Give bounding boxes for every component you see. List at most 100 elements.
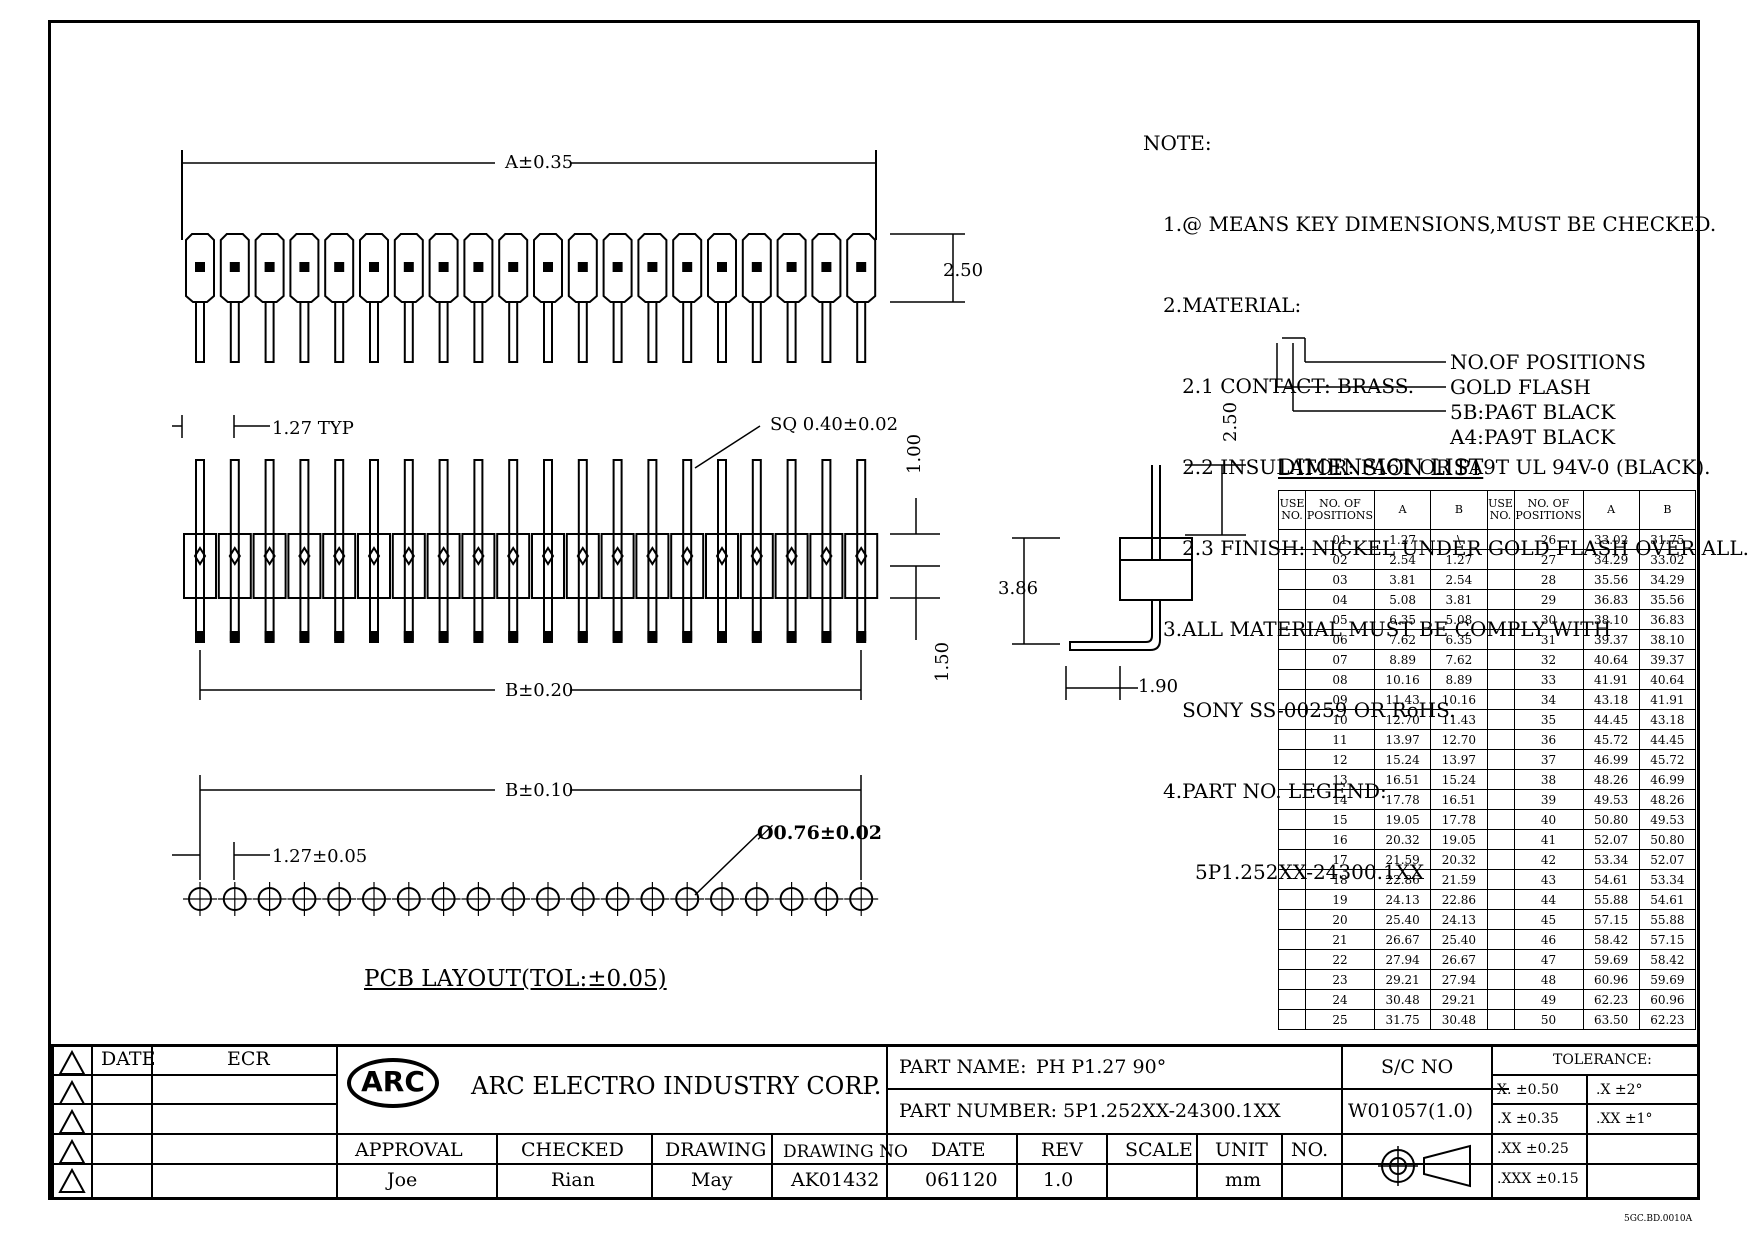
front-housing-notch: [298, 546, 311, 566]
dimension-list-cell: 26.67: [1430, 949, 1488, 970]
dimension-list-cell: 47: [1513, 949, 1584, 970]
hdr-a-2: A: [1582, 490, 1640, 530]
dimension-list-cell: 26: [1513, 529, 1584, 550]
dimension-list-cell: 45.72: [1638, 749, 1697, 770]
tol-x1: .X ±0.35: [1497, 1111, 1559, 1127]
dimension-list-cell: [1486, 769, 1515, 790]
dimension-list-cell: 17.78: [1430, 809, 1488, 830]
dimension-list-cell: 27.94: [1373, 949, 1432, 970]
top-pin-tail: [229, 301, 240, 363]
top-pin-square: [821, 262, 832, 272]
top-housing-cell: [741, 233, 772, 303]
front-pin-tip: [682, 631, 693, 643]
front-pin-tip: [821, 631, 832, 643]
side-insulator: [1119, 537, 1193, 601]
dimension-list-cell: [1486, 749, 1515, 770]
top-pin-square: [438, 262, 449, 272]
front-housing-cell: [391, 533, 426, 599]
dimension-list-cell: 57.15: [1638, 929, 1697, 950]
top-housing-cell: [672, 233, 703, 303]
part-number-label: PART NUMBER:: [899, 1100, 1058, 1122]
dimension-list-cell: [1278, 909, 1306, 930]
legend-a4: A4:PA9T BLACK: [1450, 425, 1616, 449]
dimension-list-cell: 55.88: [1582, 889, 1640, 910]
dimension-list-cell: 13: [1305, 769, 1375, 790]
front-pin-tip: [856, 631, 867, 643]
dimension-list-cell: 15.24: [1373, 749, 1432, 770]
top-housing-cell: [846, 233, 877, 303]
front-pin-tip: [577, 631, 588, 643]
dimension-list-cell: [1278, 669, 1306, 690]
front-housing-notch: [263, 546, 276, 566]
dimension-list-cell: 21.59: [1373, 849, 1432, 870]
dimension-list-cell: 39: [1513, 789, 1584, 810]
pcb-layout-title: PCB LAYOUT(TOL:±0.05): [364, 966, 667, 992]
front-housing-cell: [461, 533, 496, 599]
front-pin: [438, 459, 449, 641]
side-pin-bent: [1069, 600, 1161, 651]
sc-no: W01057(1.0): [1348, 1100, 1474, 1122]
dimension-list-cell: 27.94: [1430, 969, 1488, 990]
dimension-list-table: USE NO. NO. OF POSITIONS A B USE NO. NO.…: [1278, 490, 1697, 1030]
dimension-list-cell: 41.91: [1638, 689, 1697, 710]
dimension-list-cell: 06: [1305, 629, 1375, 650]
dim-1-50: 1.50: [932, 641, 953, 682]
top-view-header: [181, 150, 965, 363]
front-pin: [821, 459, 832, 641]
approval-value: Joe: [387, 1169, 418, 1191]
dimension-list-cell: 11.43: [1373, 689, 1432, 710]
dimension-list-cell: 22.86: [1430, 889, 1488, 910]
front-pin: [195, 459, 205, 641]
dimension-list-cell: 38.10: [1582, 609, 1640, 630]
top-housing-cell: [359, 233, 389, 303]
front-housing-notch: [681, 546, 694, 566]
dimension-list-cell: 33.02: [1582, 529, 1640, 550]
top-pin-tail: [195, 301, 205, 363]
front-pin-tip: [264, 631, 275, 643]
dimension-list-cell: [1278, 849, 1306, 870]
dimension-list-cell: [1278, 869, 1306, 890]
dimension-list-cell: 54.61: [1582, 869, 1640, 890]
dimension-list-cell: 02: [1305, 549, 1375, 570]
dimension-list-cell: 25.40: [1430, 929, 1488, 950]
part-name-label: PART NAME:: [899, 1056, 1027, 1078]
notes-heading: NOTE:: [1143, 131, 1212, 155]
dimension-list-cell: [1278, 729, 1306, 750]
dimension-list-cell: 29.21: [1430, 989, 1488, 1010]
front-housing-notch: [785, 546, 798, 566]
date-header: DATE: [101, 1048, 156, 1070]
front-housing-cell: [565, 533, 600, 599]
front-pin-tip: [195, 631, 205, 643]
front-housing-notch: [228, 546, 241, 566]
front-housing-notch: [193, 546, 207, 566]
scale-label: SCALE: [1125, 1139, 1193, 1161]
dimension-list-cell: 46.99: [1582, 749, 1640, 770]
drawing-value: May: [691, 1169, 733, 1191]
top-housing-cell: [463, 233, 494, 303]
dimension-list-cell: 49.53: [1638, 809, 1697, 830]
dim-sq: SQ 0.40±0.02: [770, 414, 899, 435]
dimension-list-cell: 12: [1305, 749, 1375, 770]
top-housing-cell: [428, 233, 459, 303]
dimension-list-cell: 46: [1513, 929, 1584, 950]
dimension-list-cell: 1.27: [1373, 529, 1432, 550]
dimension-list-cell: 57.15: [1582, 909, 1640, 930]
tol-xx-deg: .XX ±1°: [1596, 1111, 1653, 1127]
legend-gold-flash: GOLD FLASH: [1450, 375, 1591, 399]
front-housing-cell: [287, 533, 322, 599]
dimension-list-cell: 38.10: [1638, 629, 1697, 650]
dimension-list-cell: 14: [1305, 789, 1375, 810]
dimension-list-cell: 2.54: [1430, 569, 1488, 590]
top-pin-square: [195, 262, 205, 272]
arc-logo: ARC: [347, 1058, 439, 1108]
top-pin-square: [856, 262, 867, 272]
dimension-list-cell: 30.48: [1373, 989, 1432, 1010]
front-housing-notch: [820, 546, 833, 566]
front-housing-cell: [705, 533, 739, 599]
part-name: PH P1.27 90°: [1036, 1056, 1167, 1078]
top-pin-tail: [438, 301, 449, 363]
dimension-list-cell: [1278, 969, 1306, 990]
